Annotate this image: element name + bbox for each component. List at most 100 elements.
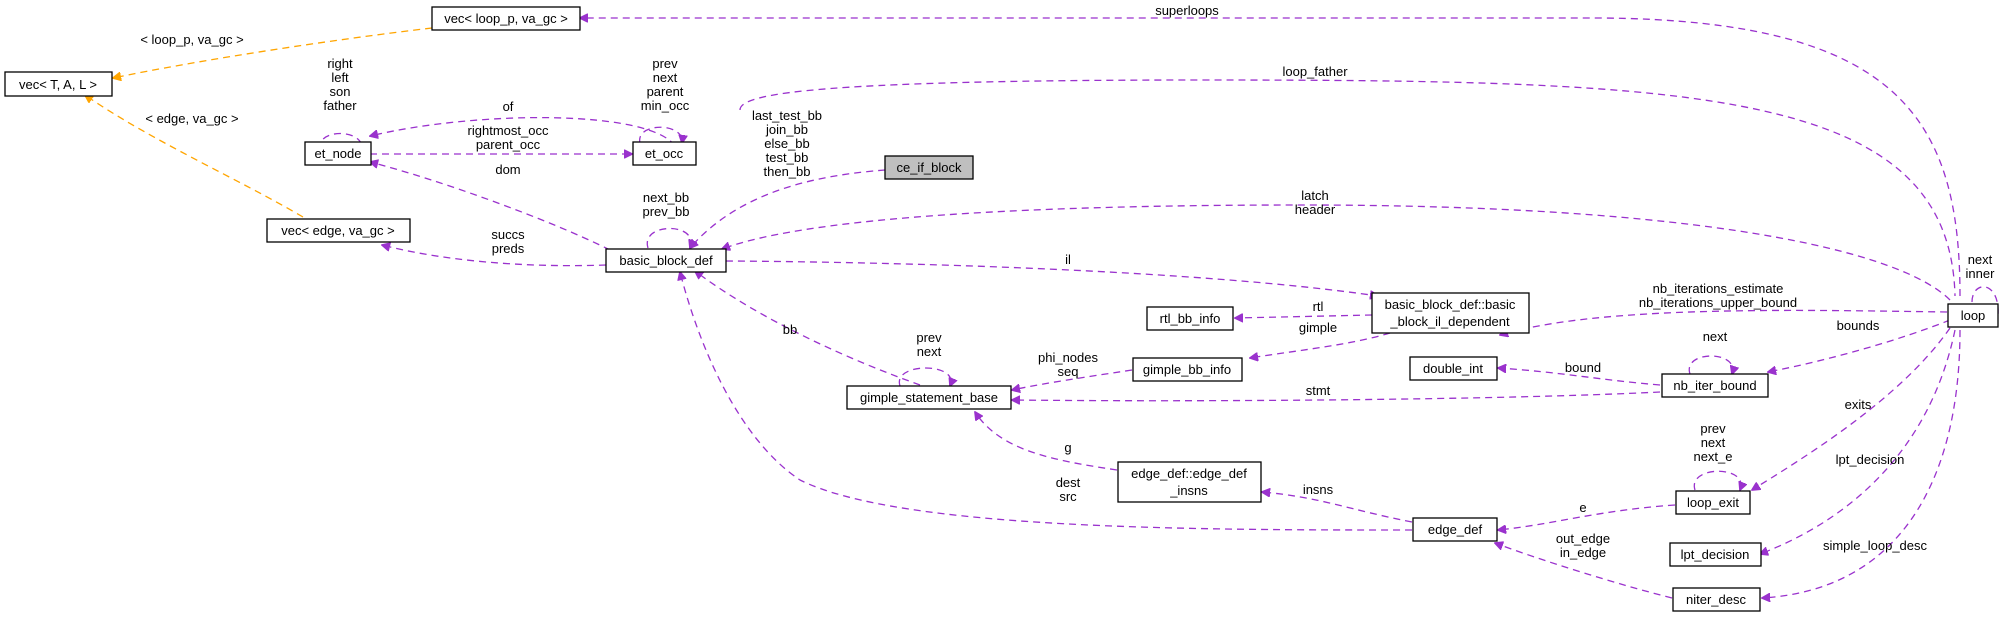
edge-loop-exit-self: [1693, 470, 1741, 490]
label-et-occ-self-2: parent: [647, 84, 684, 99]
node-vec-edge-label: vec< edge, va_gc >: [281, 223, 394, 238]
node-ce-if-block[interactable]: ce_if_block: [884, 155, 974, 180]
label-exits: exits: [1845, 397, 1872, 412]
label-loop-exit-prev: prev: [1700, 421, 1726, 436]
edge-phi-seq: [1012, 369, 1133, 390]
label-bounds: bounds: [1837, 318, 1880, 333]
node-vec-t-a-l[interactable]: vec< T, A, L >: [4, 71, 113, 97]
node-vec-t-a-l-label: vec< T, A, L >: [19, 77, 97, 92]
label-e: e: [1579, 500, 1586, 515]
label-src: src: [1059, 489, 1077, 504]
label-latch: latch: [1301, 188, 1328, 203]
label-ce-if-1: join_bb: [765, 122, 808, 137]
edge-rtl: [1235, 315, 1373, 318]
label-header: header: [1295, 202, 1336, 217]
node-edge-def[interactable]: edge_def: [1412, 517, 1498, 542]
node-et-node[interactable]: et_node: [304, 141, 372, 166]
label-loop-father: loop_father: [1282, 64, 1348, 79]
node-niter-desc-label: niter_desc: [1686, 592, 1746, 607]
edge-superloops: [580, 18, 1961, 297]
edge-loop-father: [739, 79, 1956, 297]
label-nb-next: next: [1703, 329, 1728, 344]
edge-ce-if-block: [690, 169, 886, 248]
node-double-int[interactable]: double_int: [1409, 356, 1498, 381]
edge-et-occ-self: [639, 126, 682, 143]
node-niter-desc[interactable]: niter_desc: [1672, 587, 1761, 612]
label-ce-if-4: then_bb: [764, 164, 811, 179]
node-lpt-decision[interactable]: lpt_decision: [1669, 542, 1762, 567]
edge-gsb-self: [898, 367, 951, 386]
edge-dest-src: [680, 272, 1413, 531]
node-edge-def-insns-label-2: _insns: [1169, 483, 1208, 498]
label-preds: preds: [492, 241, 525, 256]
label-et-occ-edge-1: parent_occ: [476, 137, 541, 152]
edge-e: [1498, 504, 1676, 530]
label-bb: bb: [783, 322, 797, 337]
edge-nb-self: [1688, 355, 1733, 374]
node-bb-il-dependent[interactable]: basic_block_def::basic _block_il_depende…: [1371, 292, 1530, 334]
node-bb-il-dependent-label-2: _block_il_dependent: [1389, 314, 1510, 329]
node-nb-iter-bound-label: nb_iter_bound: [1673, 378, 1756, 393]
edge-simple-loop-desc: [1762, 329, 1961, 598]
node-basic-block-def[interactable]: basic_block_def: [605, 248, 727, 273]
edge-bb-self: [646, 228, 691, 249]
node-nb-iter-bound[interactable]: nb_iter_bound: [1661, 373, 1769, 398]
label-phi-nodes: phi_nodes: [1038, 350, 1098, 365]
label-loop-next: next: [1968, 252, 1993, 267]
node-et-occ-label: et_occ: [645, 146, 684, 161]
label-nb-iterations-estimate: nb_iterations_estimate: [1653, 281, 1784, 296]
label-bb-self-0: next_bb: [643, 190, 689, 205]
edge-stmt: [1012, 391, 1661, 401]
edge-gimple: [1250, 332, 1391, 358]
node-basic-block-def-label: basic_block_def: [619, 253, 713, 268]
label-loop-inner: inner: [1966, 266, 1996, 281]
label-edge-va-gc: < edge, va_gc >: [145, 111, 238, 126]
label-et-node-self-0: right: [327, 56, 353, 71]
label-loop-p-va-gc: < loop_p, va_gc >: [140, 32, 243, 47]
label-lpt-decision: lpt_decision: [1836, 452, 1905, 467]
label-of: of: [503, 99, 514, 114]
label-rtl: rtl: [1313, 299, 1324, 314]
label-gimple: gimple: [1299, 320, 1337, 335]
label-ce-if-3: test_bb: [766, 150, 809, 165]
label-gsb-prev: prev: [916, 330, 942, 345]
node-vec-loop-p-label: vec< loop_p, va_gc >: [444, 11, 568, 26]
node-edge-def-insns[interactable]: edge_def::edge_def _insns: [1117, 461, 1262, 503]
label-et-occ-self-1: next: [653, 70, 678, 85]
label-gsb-next: next: [917, 344, 942, 359]
edge-vec-edge-to-vec-tal: [85, 95, 304, 218]
edge-latch-header: [722, 204, 1951, 301]
label-et-node-self-2: son: [330, 84, 351, 99]
node-loop-exit-label: loop_exit: [1687, 495, 1739, 510]
edge-lpt-decision: [1760, 329, 1956, 554]
edge-of: [370, 116, 676, 147]
label-out-edge: out_edge: [1556, 531, 1610, 546]
label-bb-self-1: prev_bb: [643, 204, 690, 219]
label-simple-loop-desc: simple_loop_desc: [1823, 538, 1928, 553]
node-gimple-statement-base[interactable]: gimple_statement_base: [846, 385, 1012, 410]
label-ce-if-0: last_test_bb: [752, 108, 822, 123]
edge-exits: [1752, 327, 1951, 490]
node-rtl-bb-info[interactable]: rtl_bb_info: [1146, 306, 1234, 331]
label-et-occ-self-3: min_occ: [641, 98, 690, 113]
label-loop-exit-next: next: [1701, 435, 1726, 450]
node-edge-def-insns-label-1: edge_def::edge_def: [1131, 466, 1247, 481]
node-vec-edge[interactable]: vec< edge, va_gc >: [266, 218, 411, 243]
node-loop-exit[interactable]: loop_exit: [1675, 490, 1751, 515]
edge-g: [975, 412, 1118, 471]
label-nb-iterations-upper: nb_iterations_upper_bound: [1639, 295, 1797, 310]
edge-insns: [1262, 492, 1413, 523]
label-et-node-self-3: father: [323, 98, 357, 113]
node-double-int-label: double_int: [1423, 361, 1483, 376]
node-rtl-bb-info-label: rtl_bb_info: [1160, 311, 1221, 326]
node-gimple-bb-info[interactable]: gimple_bb_info: [1132, 357, 1243, 382]
edge-bb: [695, 271, 921, 386]
label-ce-if-2: else_bb: [764, 136, 810, 151]
node-et-occ[interactable]: et_occ: [632, 141, 697, 166]
label-superloops: superloops: [1155, 3, 1219, 18]
node-edge-def-label: edge_def: [1428, 522, 1483, 537]
label-il: il: [1065, 252, 1071, 267]
node-loop[interactable]: loop: [1947, 303, 1999, 328]
node-vec-loop-p[interactable]: vec< loop_p, va_gc >: [431, 6, 581, 31]
